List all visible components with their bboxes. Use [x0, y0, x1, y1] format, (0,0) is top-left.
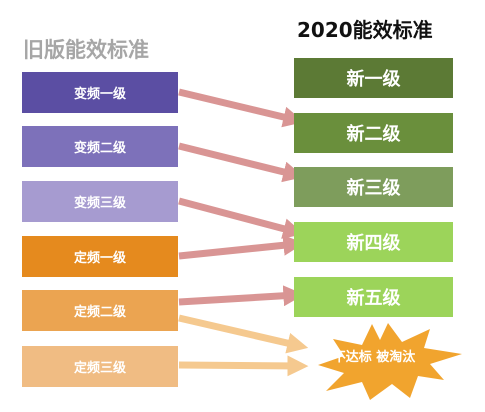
new-standard-title: 2020能效标准	[297, 18, 433, 42]
new-level-4: 新四级	[294, 222, 453, 262]
old-level-inverter-3: 变频三级	[22, 181, 178, 222]
new-level-5: 新五级	[294, 277, 453, 317]
old-level-inverter-2: 变频二级	[22, 126, 178, 167]
mapping-arrow	[178, 234, 305, 260]
new-level-3: 新三级	[294, 167, 453, 207]
old-level-inverter-1: 变频一级	[22, 72, 178, 113]
mapping-arrow	[178, 314, 309, 354]
new-level-1: 新一级	[294, 58, 453, 98]
eliminated-starburst	[318, 323, 462, 400]
mapping-arrow	[178, 355, 309, 377]
mapping-arrow	[178, 88, 305, 128]
mapping-arrow	[178, 142, 305, 183]
eliminated-label: 不达标 被淘汰	[332, 350, 416, 365]
new-level-2: 新二级	[294, 113, 453, 153]
old-standard-title: 旧版能效标准	[23, 38, 149, 62]
mapping-arrow	[178, 285, 305, 307]
mapping-arrow	[178, 197, 305, 239]
old-level-fixed-1: 定频一级	[22, 236, 178, 277]
old-level-fixed-3: 定频三级	[22, 346, 178, 387]
old-level-fixed-2: 定频二级	[22, 290, 178, 331]
